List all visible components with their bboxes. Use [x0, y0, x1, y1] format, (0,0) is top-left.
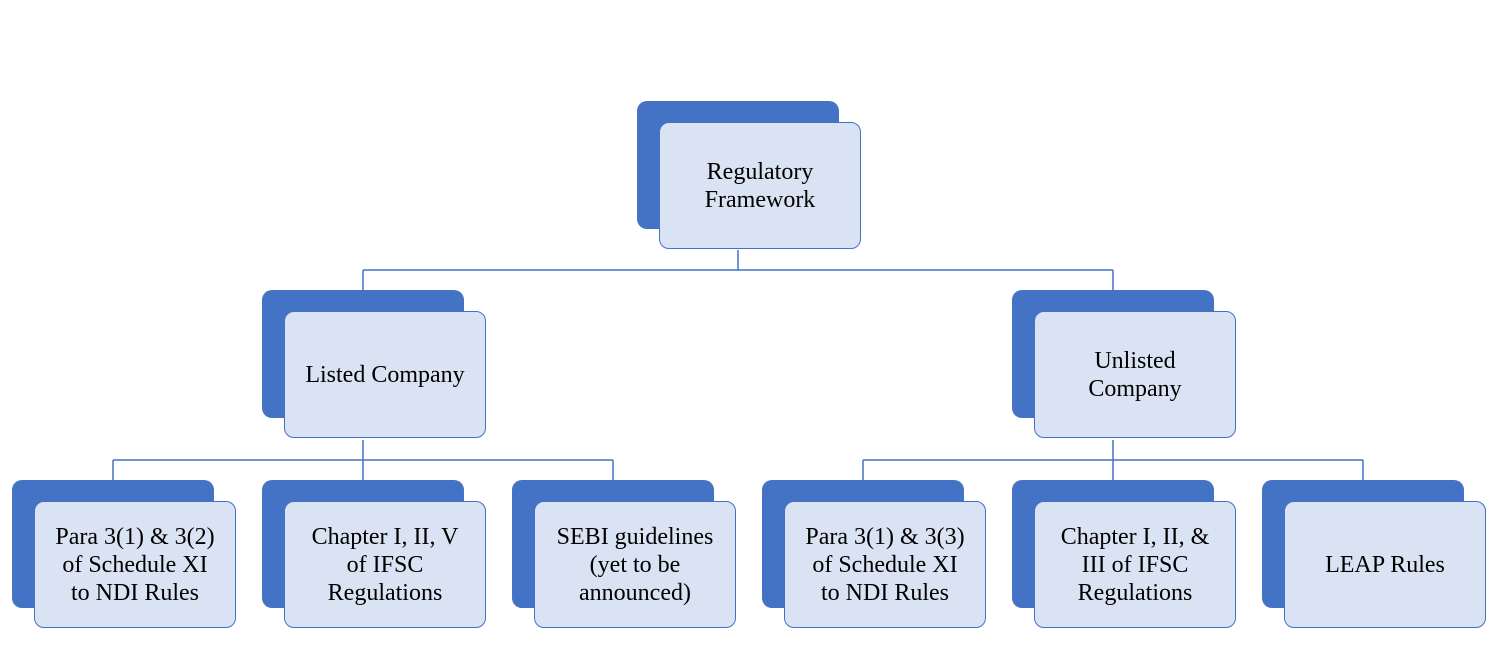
node-listed-child-2: Chapter I, II, V of IFSC Regulations	[262, 480, 490, 630]
node-label: Para 3(1) & 3(3) of Schedule XI to NDI R…	[805, 523, 965, 606]
node-unlisted-child-1: Para 3(1) & 3(3) of Schedule XI to NDI R…	[762, 480, 990, 630]
node-card: Unlisted Company	[1034, 311, 1236, 438]
node-label: Chapter I, II, V of IFSC Regulations	[311, 523, 459, 606]
node-card: Para 3(1) & 3(2) of Schedule XI to NDI R…	[34, 501, 236, 628]
node-card: Listed Company	[284, 311, 486, 438]
node-card: Para 3(1) & 3(3) of Schedule XI to NDI R…	[784, 501, 986, 628]
node-unlisted-company-label: Unlisted Company	[1088, 347, 1182, 402]
node-unlisted-child-2: Chapter I, II, & III of IFSC Regulations	[1012, 480, 1240, 630]
node-card: Chapter I, II, & III of IFSC Regulations	[1034, 501, 1236, 628]
node-label: Chapter I, II, & III of IFSC Regulations	[1060, 523, 1210, 606]
node-card: Chapter I, II, V of IFSC Regulations	[284, 501, 486, 628]
node-root: Regulatory Framework	[637, 101, 865, 251]
node-card: LEAP Rules	[1284, 501, 1486, 628]
node-listed-child-3: SEBI guidelines (yet to be announced)	[512, 480, 740, 630]
node-label: LEAP Rules	[1325, 551, 1445, 578]
node-listed-company: Listed Company	[262, 290, 490, 440]
node-listed-child-1: Para 3(1) & 3(2) of Schedule XI to NDI R…	[12, 480, 240, 630]
node-card: SEBI guidelines (yet to be announced)	[534, 501, 736, 628]
node-root-label: Regulatory Framework	[704, 158, 816, 213]
node-unlisted-company: Unlisted Company	[1012, 290, 1240, 440]
node-label: SEBI guidelines (yet to be announced)	[556, 523, 714, 606]
node-label: Para 3(1) & 3(2) of Schedule XI to NDI R…	[55, 523, 215, 606]
node-unlisted-child-3: LEAP Rules	[1262, 480, 1490, 630]
node-card: Regulatory Framework	[659, 122, 861, 249]
node-listed-company-label: Listed Company	[305, 361, 465, 388]
